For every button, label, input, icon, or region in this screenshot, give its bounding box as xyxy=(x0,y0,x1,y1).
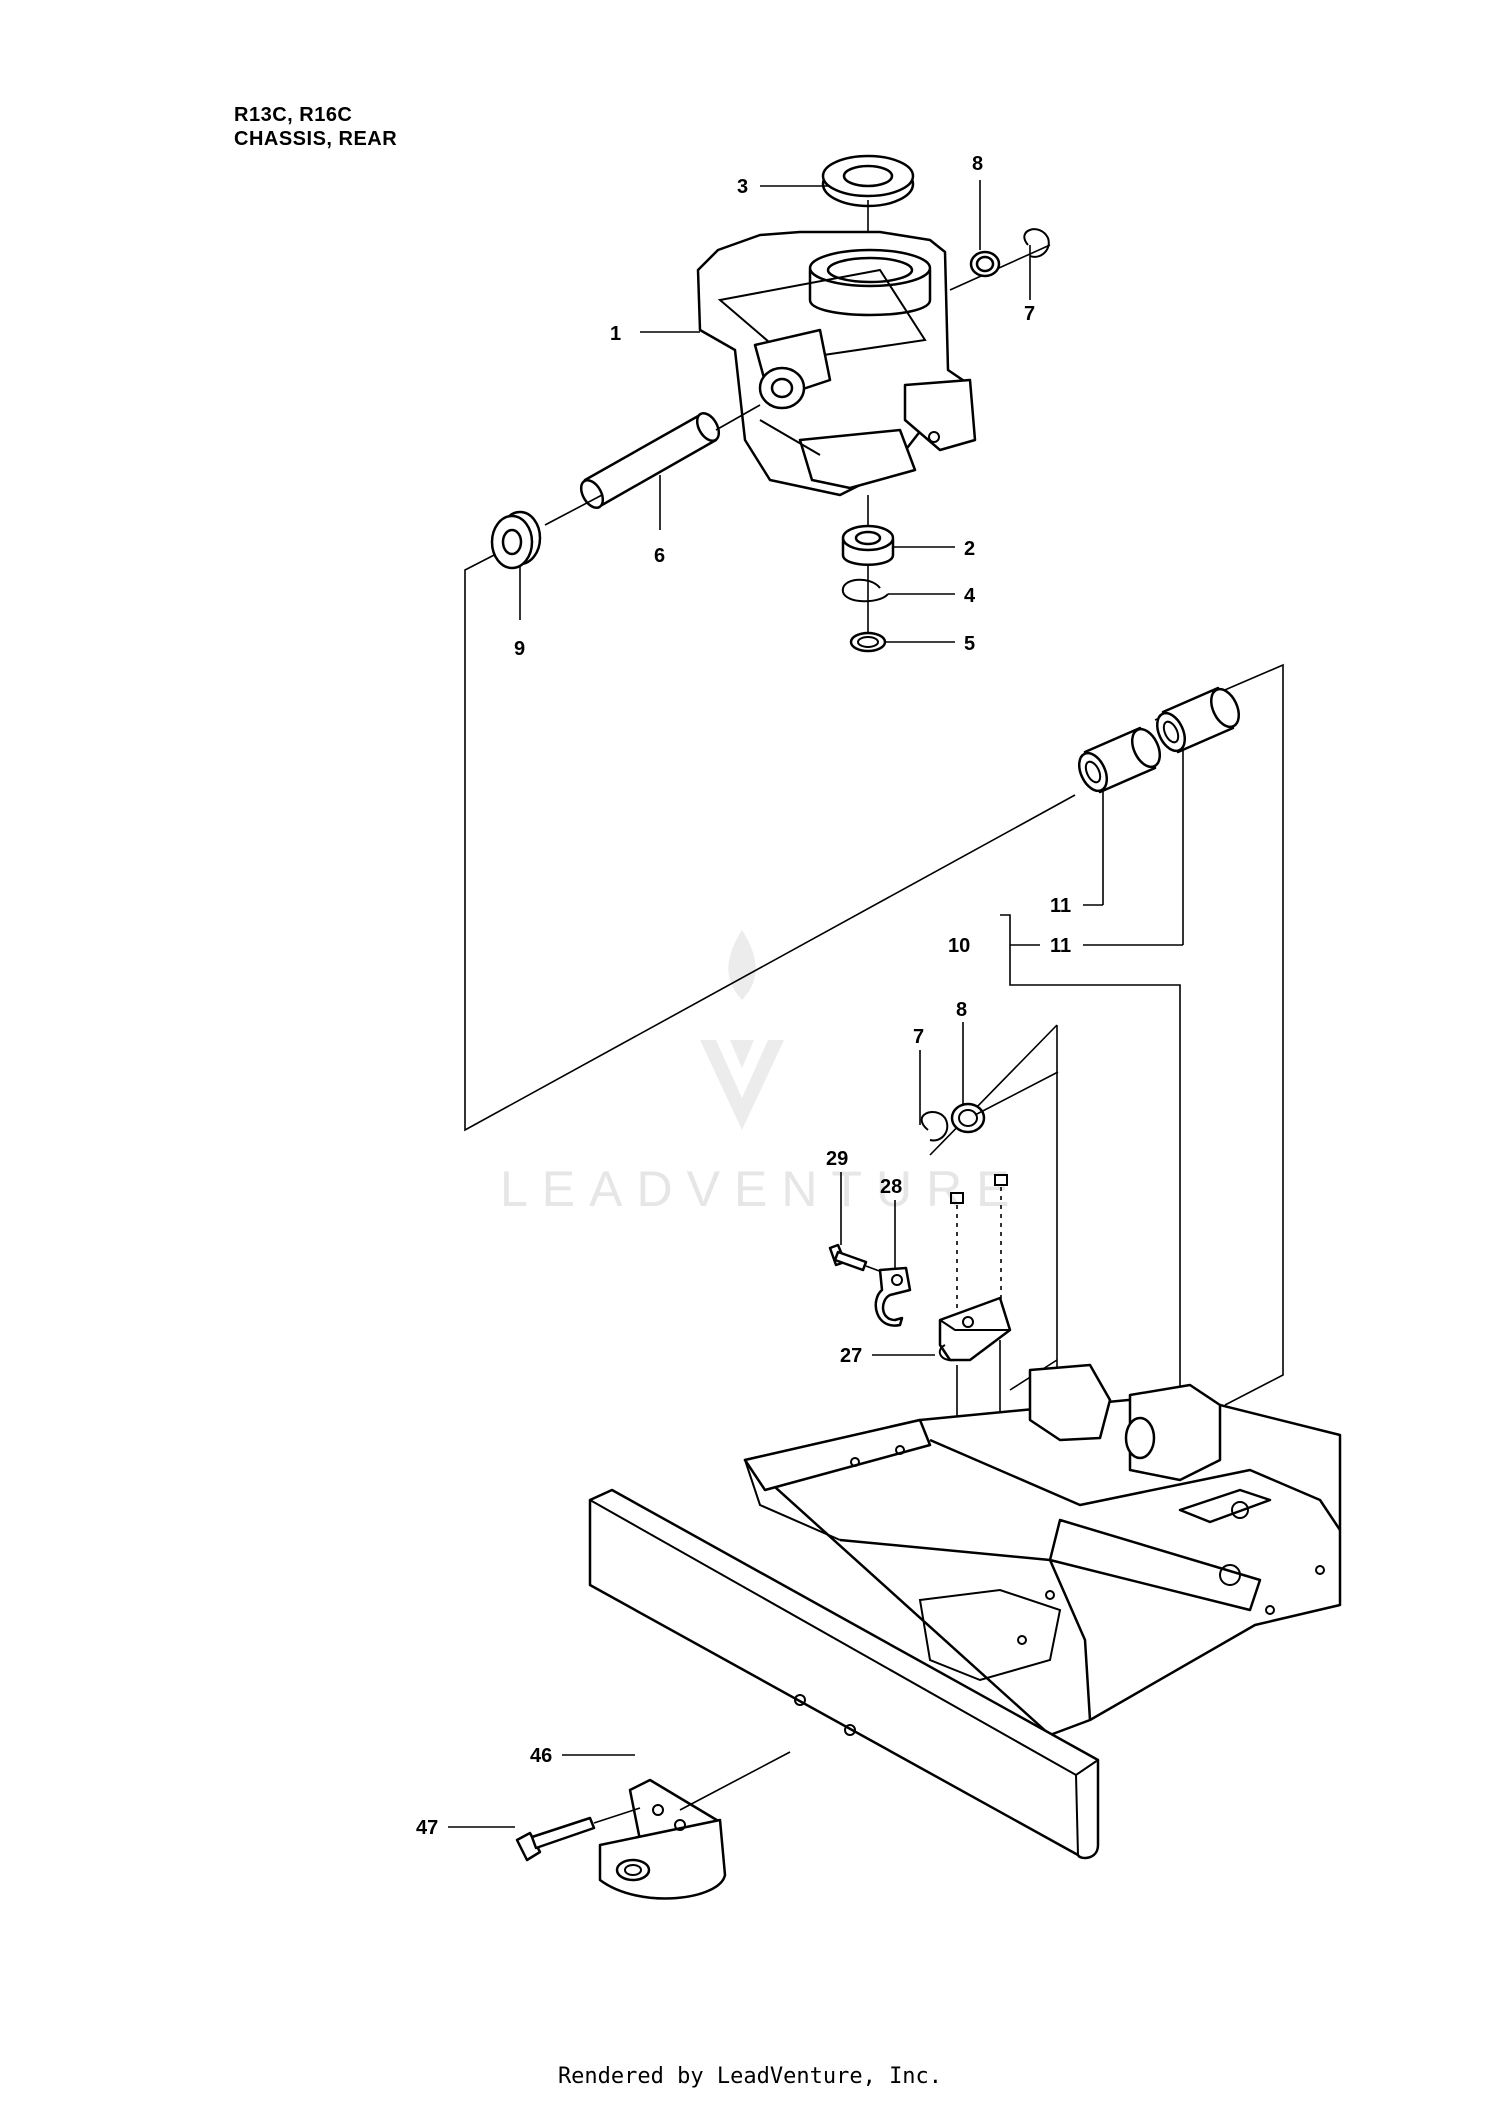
callout-46: 46 xyxy=(530,1745,552,1767)
callout-7-mid: 7 xyxy=(913,1026,924,1048)
part-7-clip-top xyxy=(1023,228,1050,258)
part-28-clip xyxy=(874,1266,912,1327)
watermark-text: LEADVENTURE xyxy=(500,1161,1024,1217)
callout-28: 28 xyxy=(880,1176,902,1198)
callout-9: 9 xyxy=(514,638,525,660)
callout-4: 4 xyxy=(964,585,976,607)
part-5-washer xyxy=(849,631,887,653)
part-6-pin xyxy=(544,404,761,526)
rear-chassis-frame xyxy=(743,1363,1342,1737)
callout-8-mid: 8 xyxy=(956,999,967,1021)
part-8-washer-top xyxy=(969,250,1001,278)
callout-27: 27 xyxy=(840,1345,862,1367)
part-46-hitch-plate xyxy=(598,1751,791,1900)
section-title: CHASSIS, REAR xyxy=(234,128,398,150)
part-1-spindle-housing xyxy=(696,230,977,497)
callout-11b: 11 xyxy=(1050,935,1071,957)
part-7-clip-mid xyxy=(920,1111,949,1142)
callout-29: 29 xyxy=(826,1148,848,1170)
callout-2: 2 xyxy=(964,538,975,560)
callout-11a: 11 xyxy=(1050,895,1071,917)
callout-8-top: 8 xyxy=(972,153,983,175)
part-11-sleeve-a xyxy=(1077,726,1162,794)
callout-5: 5 xyxy=(964,633,975,655)
render-credit: Rendered by LeadVenture, Inc. xyxy=(557,2064,943,2089)
rear-bumper-bar xyxy=(588,1488,1100,1860)
part-11-sleeve-b xyxy=(1155,686,1241,754)
part-2-bearing xyxy=(841,495,895,650)
callout-leaders xyxy=(448,180,1184,1828)
callout-47: 47 xyxy=(416,1817,438,1839)
part-8-washer-mid xyxy=(950,1102,986,1134)
model-title: R13C, R16C xyxy=(234,104,353,126)
part-4-snap-ring xyxy=(841,578,889,603)
part-29-screw xyxy=(828,1243,891,1276)
callout-10: 10 xyxy=(948,935,970,957)
part-9-bushing xyxy=(490,510,542,570)
watermark-logo: LEADVENTURE xyxy=(500,930,1024,1217)
assembly-guide-lines xyxy=(464,551,1284,1420)
callout-labels: 3 8 7 1 6 9 2 4 5 11 11 10 7 8 29 28 27 … xyxy=(416,153,1071,1839)
callout-6: 6 xyxy=(654,545,665,567)
upper-bolts xyxy=(950,1174,1008,1320)
callout-7-top: 7 xyxy=(1024,303,1035,325)
callout-1: 1 xyxy=(610,323,621,345)
part-47-bolt xyxy=(515,1807,641,1862)
callout-3: 3 xyxy=(737,176,748,198)
part-27-bracket xyxy=(938,1296,1012,1440)
